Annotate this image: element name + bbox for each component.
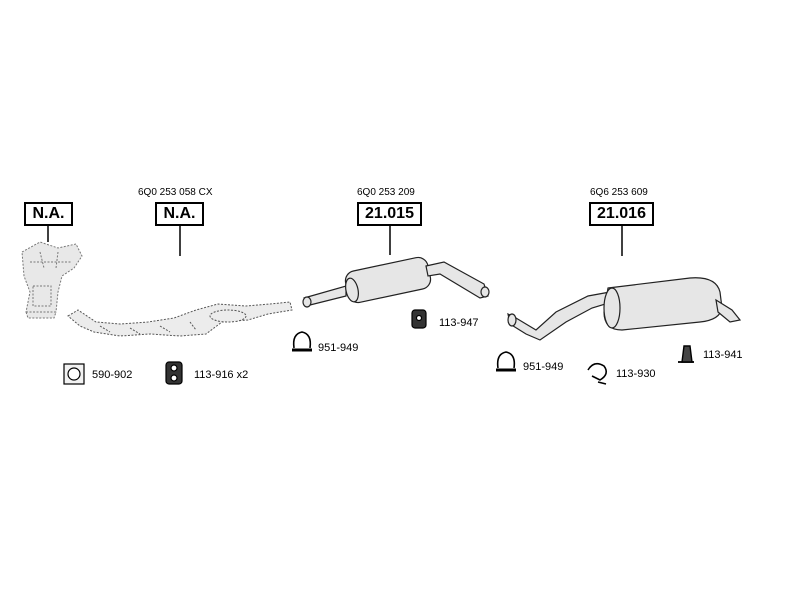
exhaust-manifold-icon [21,241,83,319]
part-label: 951-949 [523,361,564,373]
gasket-icon [63,363,85,385]
rubber-mount-icon [411,309,427,329]
part-label: 113-941 [703,349,743,361]
part-code-box: 21.016 [589,202,654,226]
centre-silencer-icon [302,256,490,308]
part-label: 113-930 [616,368,656,380]
clamp-icon [496,351,516,372]
clamp-icon [292,331,312,352]
rubber-hanger-icon [165,361,183,385]
part-label: 113-947 [439,317,479,329]
part-label: 951-949 [318,342,359,354]
part-label: 590-902 [92,369,133,381]
part-label: 113-916 x2 [194,369,249,381]
front-pipe-icon [67,301,293,337]
oem-number: 6Q6 253 609 [590,187,648,198]
part-code-box: N.A. [24,202,73,226]
part-code-box: N.A. [155,202,204,226]
hanger-icon [587,362,608,385]
oem-number: 6Q0 253 209 [357,187,415,198]
oem-number: 6Q0 253 058 CX [138,187,213,198]
rear-silencer-icon [507,277,742,341]
hanger-bracket-icon [678,345,694,363]
part-code-box: 21.015 [357,202,422,226]
